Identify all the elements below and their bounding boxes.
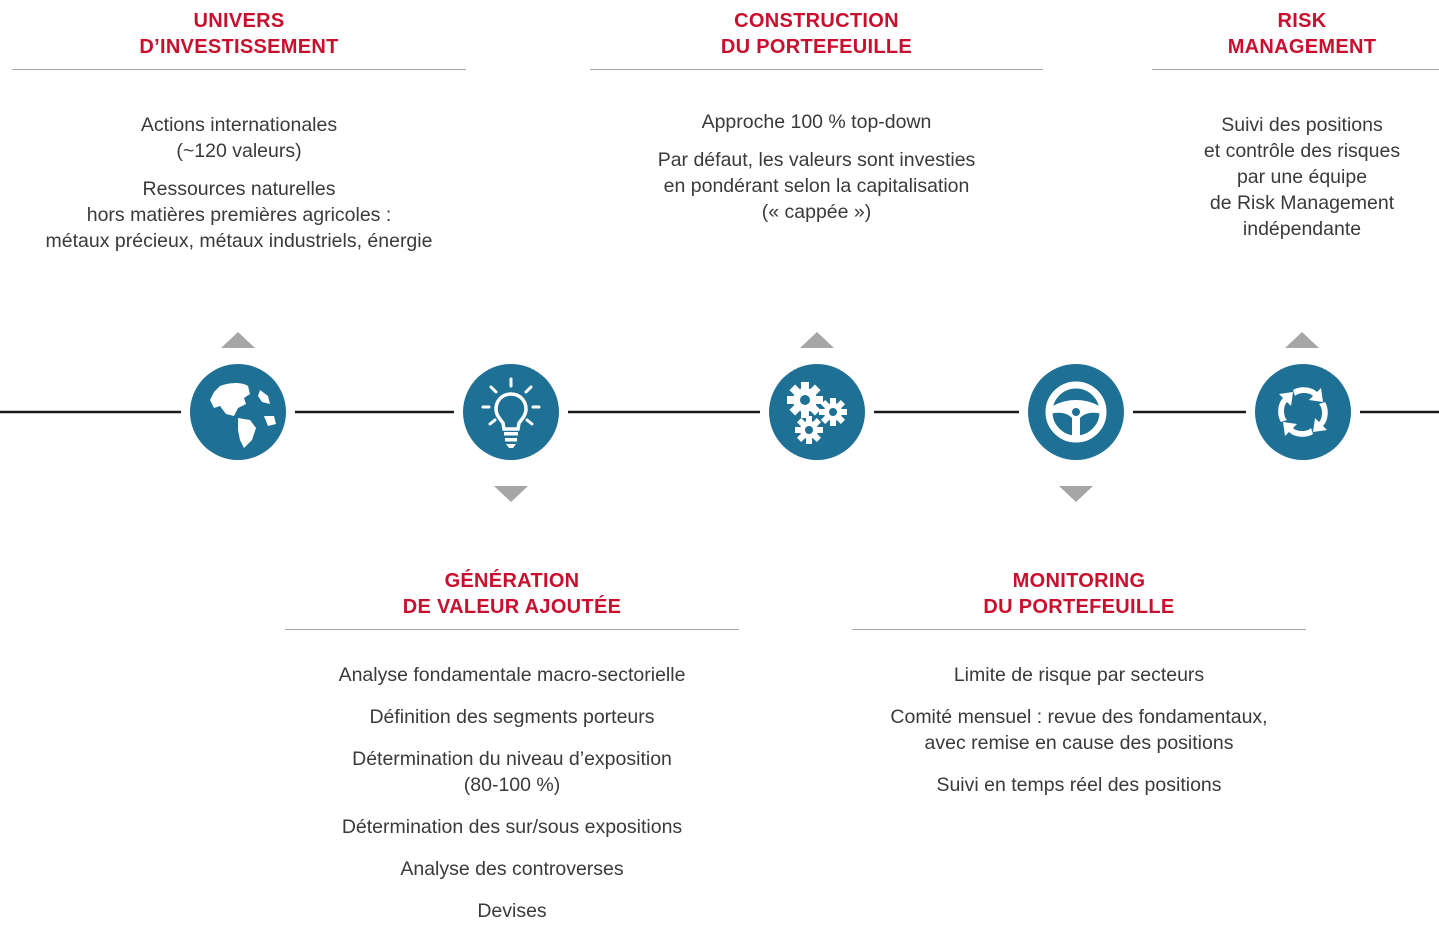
step-title: MONITORING DU PORTEFEUILLE xyxy=(983,570,1175,618)
list-item: Actions internationales (~120 valeurs) xyxy=(140,114,338,162)
lightbulb-icon xyxy=(463,364,559,460)
arrow-up-icon xyxy=(1285,332,1319,348)
list-item: Par défaut, les valeurs sont investies e… xyxy=(657,149,976,223)
list-item: Définition des segments porteurs xyxy=(369,706,655,728)
list-item: Ressources naturelles hors matières prem… xyxy=(45,178,433,252)
step-construction: CONSTRUCTION DU PORTEFEUILLE Approche 10… xyxy=(590,8,1043,225)
step-items: Actions internationales (~120 valeurs) R… xyxy=(12,112,466,254)
list-item: Limite de risque par secteurs xyxy=(953,664,1205,686)
divider xyxy=(590,69,1043,70)
divider xyxy=(12,69,466,70)
arrow-down-icon xyxy=(1059,486,1093,502)
step-title: RISK MANAGEMENT xyxy=(1227,10,1377,58)
step-monitoring: MONITORING DU PORTEFEUILLE Limite de ris… xyxy=(852,568,1306,798)
step-generation: GÉNÉRATION DE VALEUR AJOUTÉE Analyse fon… xyxy=(285,568,739,924)
list-item: Analyse fondamentale macro-sectorielle xyxy=(338,664,686,686)
arrow-up-icon xyxy=(800,332,834,348)
step-risk-management: RISK MANAGEMENT Suivi des positions et c… xyxy=(1152,8,1439,242)
list-item: Devises xyxy=(477,900,547,922)
divider xyxy=(852,629,1306,630)
arrow-up-icon xyxy=(221,332,255,348)
list-item: Comité mensuel : revue des fondamentaux,… xyxy=(890,706,1268,754)
list-item: Détermination des sur/sous expositions xyxy=(341,816,683,838)
step-title: GÉNÉRATION DE VALEUR AJOUTÉE xyxy=(402,570,622,618)
list-item: Analyse des controverses xyxy=(400,858,624,880)
step-items: Limite de risque par secteurs Comité men… xyxy=(852,662,1306,798)
steering-wheel-icon xyxy=(1028,364,1124,460)
refresh-cycle-icon xyxy=(1255,364,1351,460)
step-items: Suivi des positions et contrôle des risq… xyxy=(1152,112,1439,242)
step-univers: UNIVERS D’INVESTISSEMENT Actions interna… xyxy=(12,8,466,254)
divider xyxy=(1152,69,1439,70)
list-item: Suivi en temps réel des positions xyxy=(936,774,1222,796)
arrow-down-icon xyxy=(494,486,528,502)
list-item: Détermination du niveau d’exposition (80… xyxy=(352,748,672,796)
list-item: Approche 100 % top-down xyxy=(701,111,932,133)
divider xyxy=(285,629,739,630)
globe-icon xyxy=(190,364,286,460)
step-items: Analyse fondamentale macro-sectorielle D… xyxy=(285,662,739,924)
step-title: CONSTRUCTION DU PORTEFEUILLE xyxy=(720,10,913,58)
gears-icon xyxy=(769,364,865,460)
step-items: Approche 100 % top-down Par défaut, les … xyxy=(590,109,1043,225)
list-item: Suivi des positions et contrôle des risq… xyxy=(1203,114,1401,240)
step-title: UNIVERS D’INVESTISSEMENT xyxy=(139,10,339,58)
